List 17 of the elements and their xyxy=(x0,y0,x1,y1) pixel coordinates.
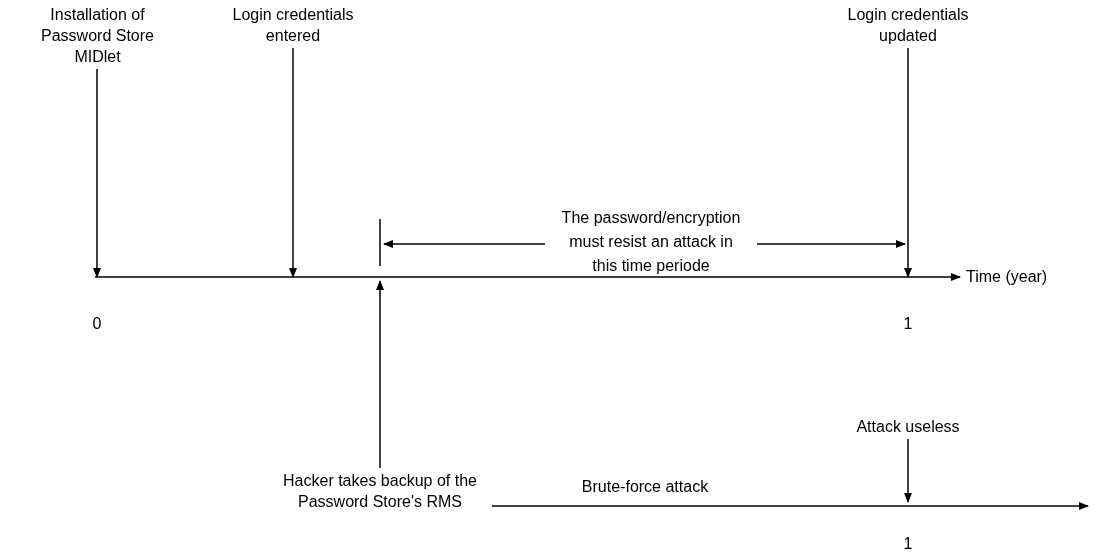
note: The password/encryption must resist an attack in this time periode xyxy=(560,208,742,276)
tick-label: 0 xyxy=(91,314,103,334)
arrow xyxy=(491,502,1089,510)
event-label: Hacker takes backup of the Password Store's RMS xyxy=(270,470,490,512)
tick-label: 1 xyxy=(902,534,914,554)
arrow xyxy=(289,47,297,278)
axis-label: Time (year) xyxy=(966,267,1049,287)
event-label: Login credentials updated xyxy=(843,4,973,46)
event-label: Attack useless xyxy=(848,416,968,437)
arrow xyxy=(376,280,384,469)
arrow xyxy=(904,438,912,503)
arrow xyxy=(904,47,912,278)
arrow xyxy=(93,68,101,278)
tick-label: 1 xyxy=(902,314,914,334)
phase-label: Brute-force attack xyxy=(580,477,710,497)
event-label: Installation of Password Store MIDlet xyxy=(30,4,165,67)
event-label: Login credentials entered xyxy=(228,4,358,46)
